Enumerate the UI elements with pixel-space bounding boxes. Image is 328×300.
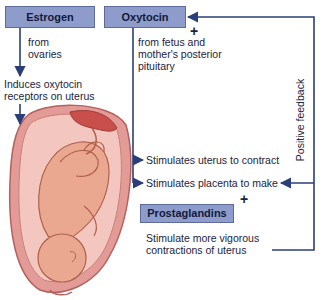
amniotic-sac — [19, 114, 122, 282]
step-label: Stimulates uterus to contract — [146, 154, 279, 166]
hormone-box: Oxytocin — [104, 6, 186, 28]
contract-arrow — [133, 159, 143, 161]
fetus-head — [38, 234, 86, 282]
fetus-body — [39, 142, 109, 244]
step-label: from ovaries — [28, 36, 78, 60]
receptor-arrow — [19, 104, 21, 124]
cervix — [50, 290, 72, 295]
placenta-arrow — [133, 182, 143, 184]
sign-label: + — [240, 192, 248, 206]
box-label: Prostaglandins — [147, 207, 226, 220]
step-label: from fetus and mother's posterior pituit… — [138, 36, 238, 72]
box-label: Estrogen — [26, 11, 74, 24]
fetus-ear — [70, 252, 76, 262]
feedback-label: Positive feedback — [294, 79, 306, 161]
hormone-box: Estrogen — [5, 6, 95, 28]
step-label: Stimulate more vigorous contractions of … — [146, 232, 268, 256]
placenta — [70, 111, 117, 132]
step-label: Stimulates placenta to make — [146, 177, 278, 189]
fetus-arm — [84, 206, 96, 236]
umbilical-cord — [86, 128, 96, 154]
step-label: Induces oxytocin receptors on uterus — [4, 78, 112, 102]
feedback-branch-arrow — [281, 182, 314, 184]
fetus-legs — [60, 142, 104, 176]
estrogen-arrow — [19, 28, 21, 76]
box-label: Oxytocin — [121, 11, 168, 24]
hormone-box: Prostaglandins — [140, 204, 234, 223]
uterus-wall — [10, 105, 131, 292]
sign-label: + — [190, 24, 198, 38]
